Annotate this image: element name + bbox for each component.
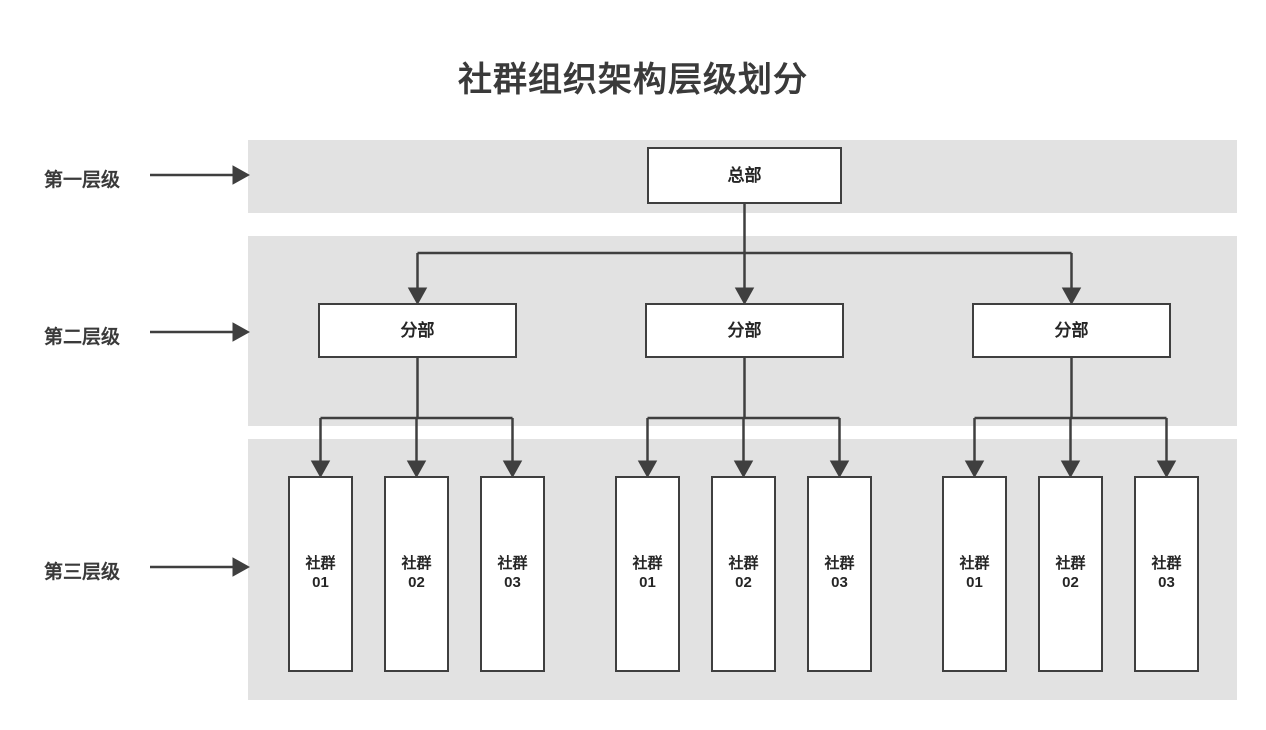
- node-community-3-1[interactable]: 社群 01: [942, 476, 1007, 672]
- node-community-1-1[interactable]: 社群 01: [288, 476, 353, 672]
- page-title: 社群组织架构层级划分: [458, 61, 808, 99]
- node-community-3-3[interactable]: 社群 03: [1134, 476, 1199, 672]
- node-community-1-2[interactable]: 社群 02: [384, 476, 449, 672]
- node-branch-2[interactable]: 分部: [645, 303, 844, 358]
- node-community-2-1[interactable]: 社群 01: [615, 476, 680, 672]
- node-branch-3[interactable]: 分部: [972, 303, 1171, 358]
- node-community-2-3[interactable]: 社群 03: [807, 476, 872, 672]
- node-branch-1[interactable]: 分部: [318, 303, 517, 358]
- node-community-2-2[interactable]: 社群 02: [711, 476, 776, 672]
- node-community-1-3[interactable]: 社群 03: [480, 476, 545, 672]
- node-community-3-2[interactable]: 社群 02: [1038, 476, 1103, 672]
- level-label-third: 第三层级: [44, 562, 121, 583]
- level-label-second: 第二层级: [44, 327, 121, 348]
- level-label-first: 第一层级: [44, 170, 121, 191]
- node-headquarters[interactable]: 总部: [647, 147, 842, 204]
